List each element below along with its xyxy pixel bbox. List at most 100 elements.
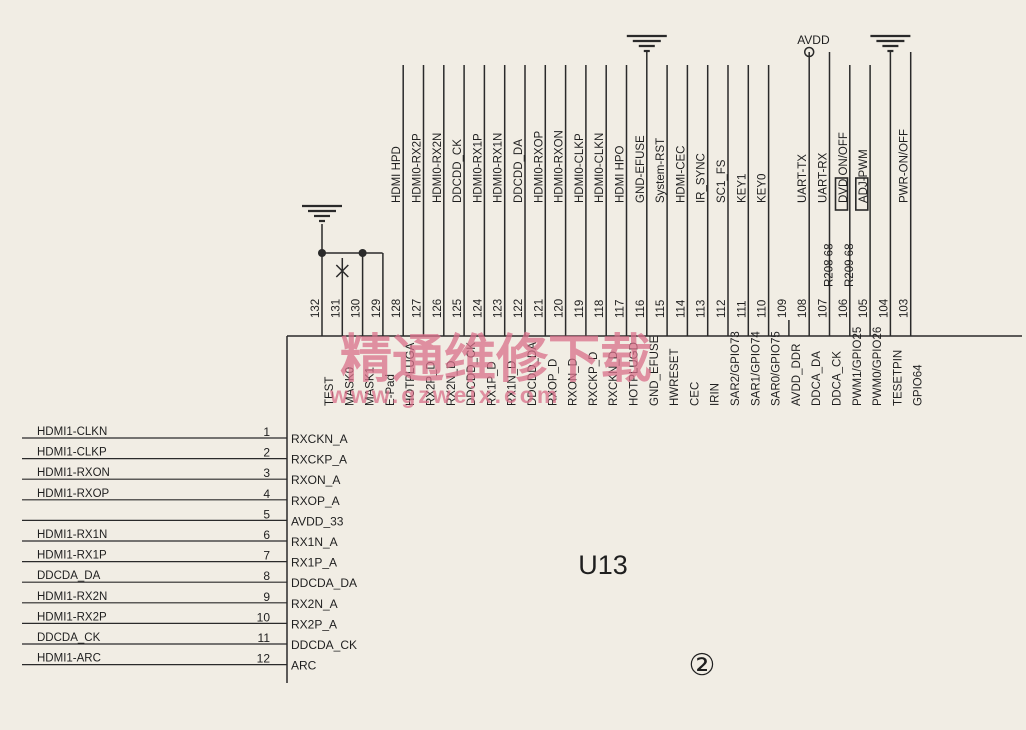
top-pin-name: GND_EFUSE <box>649 335 661 406</box>
top-pin-name: MASK1 <box>365 367 377 406</box>
top-pin-net-label: HDMI HPD <box>391 146 403 203</box>
figure-number-mark: ② <box>689 649 716 682</box>
left-pin-name: RXON_A <box>291 473 340 487</box>
top-pin-name: PWM0/GPIO26 <box>872 327 884 406</box>
top-pin-net-label: KEY1 <box>736 174 748 203</box>
top-pin-name: MASK0 <box>344 367 356 406</box>
top-pin-net-label: HDMI0-CLKP <box>574 133 586 203</box>
top-pin-net-label: SC1_FS <box>716 159 728 203</box>
top-pin-net-label: HDMI0-RXOP <box>533 130 545 203</box>
left-pin-name: RXCKN_A <box>291 432 348 446</box>
top-pin-net-label: HDMI0-RX2P <box>412 133 424 203</box>
left-pin-number: 7 <box>263 549 270 563</box>
top-pin-name: HOTPLUGA <box>405 342 417 406</box>
left-pin-number: 10 <box>257 610 271 624</box>
left-pin-number: 2 <box>263 446 270 460</box>
watermark-title: 精通维修下载 <box>340 331 652 389</box>
top-pin-name: TEST <box>324 377 336 406</box>
top-pin-number: 129 <box>371 299 383 318</box>
top-pin-name: E-Pad <box>385 374 397 406</box>
top-pin-number: 127 <box>412 299 424 318</box>
left-pin-number: 4 <box>263 487 270 501</box>
top-pin-name: DDCDD_CK <box>466 342 478 406</box>
left-pin-number: 11 <box>258 631 271 645</box>
top-pin-number: 115 <box>655 300 667 318</box>
top-pin-net-label: HDMI0-RX1P <box>472 133 484 203</box>
top-pin-net-label: UART-TX <box>797 154 809 203</box>
left-pin-name: RXOP_A <box>291 494 340 508</box>
top-pin-name: PWM1/GPIO25 <box>852 327 864 406</box>
top-pin-name: DDCDD_DA <box>527 342 539 406</box>
left-pin-name: DDCDA_CK <box>291 638 357 652</box>
top-pin-number: 130 <box>351 299 363 318</box>
top-pin-net-label: DVD ON/OFF <box>838 132 850 203</box>
top-pin-net-label: ADJ-PWM <box>858 149 870 203</box>
top-pin-name: RXCKN_D <box>608 351 620 406</box>
top-pin-name: RXCKP_D <box>588 352 600 406</box>
left-pin-net-label: HDMI1-RXON <box>37 467 110 479</box>
junction-dot <box>318 249 326 257</box>
left-pin-net-label: HDMI1-CLKN <box>37 426 107 438</box>
top-pin-number: 114 <box>675 299 687 318</box>
top-pin-name: HOTPLUGD <box>629 342 641 406</box>
left-pin-name: RX1N_A <box>291 535 338 549</box>
left-pin-number: 5 <box>263 507 270 521</box>
no-connect-mark <box>335 264 349 278</box>
left-pin-net-label: HDMI1-RX1N <box>37 529 107 541</box>
top-pin-number: 117 <box>615 300 627 318</box>
top-pin-net-label: HDMI0-CLKN <box>594 133 606 203</box>
top-pin-number: 119 <box>574 300 586 318</box>
top-pin-net-label: DDCDD_DA <box>513 139 525 203</box>
left-pin-net-label: HDMI1-RXOP <box>37 488 110 500</box>
left-pin-number: 6 <box>263 528 270 542</box>
left-pin-number: 3 <box>263 466 270 480</box>
top-pin-number: 118 <box>594 300 606 318</box>
top-pin-name: CEC <box>689 382 701 406</box>
left-pin-net-label: DDCDA_DA <box>37 570 101 582</box>
top-pin-net-label: HDMI-CEC <box>675 146 687 204</box>
ground-symbol-testpin <box>870 34 911 53</box>
left-pin-net-label: HDMI1-ARC <box>37 653 101 665</box>
top-pin-name: IRIN <box>710 383 722 406</box>
top-pin-name: DDCA_CK <box>832 351 844 406</box>
left-pin-name: RX1P_A <box>291 556 337 570</box>
top-pin-number: 123 <box>493 299 505 318</box>
resistor-r209 <box>854 177 869 211</box>
top-pin-number: 112 <box>716 300 728 318</box>
resistor-r208 <box>834 177 849 211</box>
top-pin-number: 126 <box>432 299 444 318</box>
top-pin-net-label: HDMI0-RX2N <box>432 133 444 203</box>
top-pin-number: 104 <box>878 298 890 318</box>
top-pin-name: SAR0/GPIO75 <box>771 331 783 406</box>
top-pin-name: RX1P_D <box>486 361 498 406</box>
top-pin-number: 125 <box>452 299 464 318</box>
top-pin-number: 113 <box>696 300 708 318</box>
left-pin-name: AVDD_33 <box>291 514 344 528</box>
ground-symbol-test <box>302 204 342 223</box>
resistor-label: R208 68 <box>824 244 836 287</box>
avdd-label: AVDD <box>797 33 830 47</box>
left-pin-number: 12 <box>257 652 271 666</box>
top-pin-number: 116 <box>635 300 647 318</box>
left-pin-net-label: HDMI1-RX1P <box>37 550 107 562</box>
top-pin-number: 109 <box>777 299 789 318</box>
top-pin-number: 124 <box>472 298 484 318</box>
top-pin-net-label: IR_SYNC <box>696 153 708 203</box>
top-pin-name: RX2P_D <box>426 361 438 406</box>
top-pin-net-label: HDMI0-RX1N <box>493 133 505 203</box>
top-pin-number: 105 <box>858 299 870 318</box>
top-pin-number: 131 <box>330 299 342 318</box>
ground-symbol-efuse <box>626 34 667 53</box>
left-pin-number: 9 <box>263 590 270 604</box>
top-pin-net-label: PWR-ON/OFF <box>899 129 911 203</box>
left-pin-number: 1 <box>263 425 270 439</box>
top-pin-name: RX2N_D <box>446 361 458 406</box>
top-pin-net-label: DDCDD_CK <box>452 139 464 203</box>
left-pin-number: 8 <box>263 569 270 583</box>
top-pin-number: 122 <box>513 299 525 318</box>
top-pin-name: RXON_D <box>568 358 580 406</box>
left-pin-net-label: HDMI1-CLKP <box>37 447 107 459</box>
top-pin-name: TESETPIN <box>892 350 904 406</box>
top-pin-net-label: HDMI0-RXON <box>554 130 566 203</box>
watermark-url: www.gzweix.com <box>329 382 560 408</box>
